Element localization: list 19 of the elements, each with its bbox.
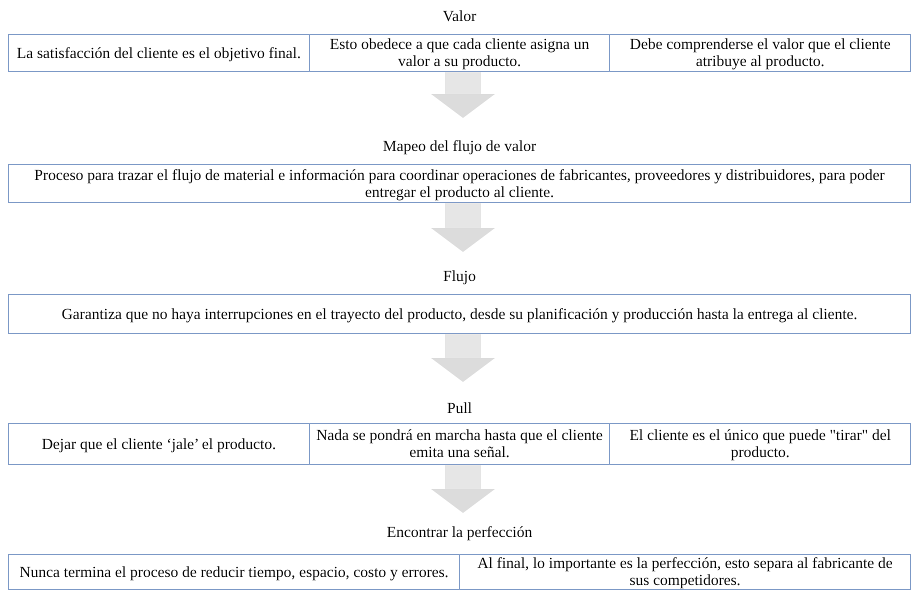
description-cell: Nunca termina el proceso de reducir tiempo, espacio, costo y errores. bbox=[9, 555, 459, 589]
description-cell: Esto obedece a que cada cliente asigna un valor a su producto. bbox=[308, 35, 610, 71]
arrow bbox=[431, 334, 495, 382]
description-cell: Nada se pondrá en marcha hasta que el cliente emita una señal. bbox=[308, 424, 610, 464]
section-heading: Encontrar la perfección bbox=[386, 524, 534, 542]
description-cell: Debe comprenderse el valor que el cliente atribuye al producto. bbox=[609, 35, 910, 71]
section-heading: Valor bbox=[442, 8, 478, 26]
arrow bbox=[431, 465, 495, 513]
section-heading: Pull bbox=[446, 400, 473, 418]
section-heading: Mapeo del flujo de valor bbox=[382, 138, 538, 156]
description-cell: El cliente es el único que puede "tirar" del producto. bbox=[609, 424, 910, 464]
description-cell: Dejar que el cliente ‘jale’ el producto. bbox=[9, 424, 309, 464]
description-text: Proceso para trazar el flujo de material e información para coordinar operaciones de fabricantes, proveedores y distribuidores, para poder entregar el producto al cliente. bbox=[33, 166, 886, 202]
arrow bbox=[431, 72, 495, 118]
section-heading: Flujo bbox=[442, 268, 477, 286]
arrow bbox=[431, 203, 495, 252]
description-text: Garantiza que no haya interrupciones en el trayecto del producto, desde su planificación y producción hasta la entrega al cliente. bbox=[60, 304, 858, 324]
description-cell: La satisfacción del cliente es el objetivo final. bbox=[9, 35, 309, 71]
description-cell: Al final, lo importante es la perfección, esto separa al fabricante de sus competidores. bbox=[459, 555, 910, 589]
